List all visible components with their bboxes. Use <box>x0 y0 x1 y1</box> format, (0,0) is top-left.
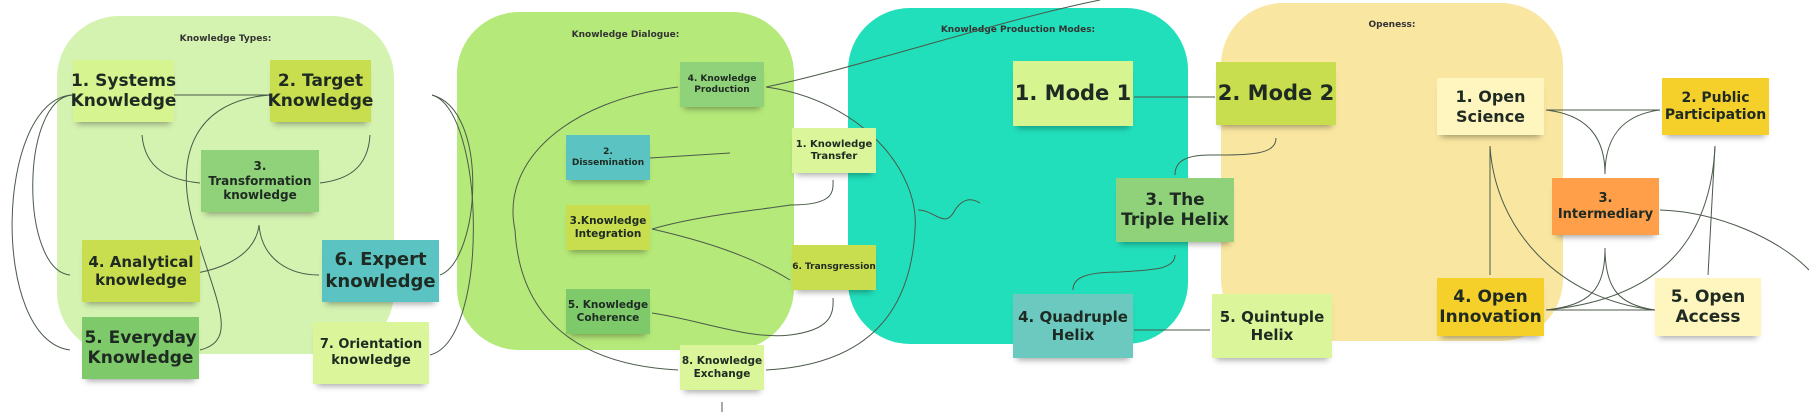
note-transformation-knowledge[interactable]: 3. Transformation knowledge <box>201 150 319 212</box>
note-expert-knowledge[interactable]: 6. Expert knowledge <box>322 240 439 302</box>
note-analytical-knowledge[interactable]: 4. Analytical knowledge <box>82 240 200 302</box>
note-knowledge-exchange[interactable]: 8. Knowledge Exchange <box>680 345 764 390</box>
note-systems-knowledge[interactable]: 1. Systems Knowledge <box>71 60 176 122</box>
frame-title: Knowledge Production Modes: <box>940 25 1096 35</box>
connector <box>1707 145 1716 276</box>
connector <box>1604 109 1661 175</box>
note-dissemination[interactable]: 2. Dissemination <box>566 135 650 180</box>
note-mode-2[interactable]: 2. Mode 2 <box>1216 62 1336 125</box>
connector <box>1604 247 1656 311</box>
note-triple-helix[interactable]: 3. The Triple Helix <box>1116 178 1234 242</box>
note-knowledge-transfer[interactable]: 1. Knowledge Transfer <box>792 128 876 173</box>
note-open-innovation[interactable]: 4. Open Innovation <box>1437 278 1544 336</box>
note-target-knowledge[interactable]: 2. Target Knowledge <box>268 60 373 122</box>
note-public-participation[interactable]: 2. Public Participation <box>1662 78 1769 135</box>
note-open-access[interactable]: 5. Open Access <box>1655 278 1761 336</box>
frame-title: Openess: <box>1368 20 1416 30</box>
note-quadruple-helix[interactable]: 4. Quadruple Helix <box>1013 294 1133 358</box>
frame-title: Knowledge Dialogue: <box>571 30 680 40</box>
note-quintuple-helix[interactable]: 5. Quintuple Helix <box>1212 294 1332 358</box>
note-intermediary[interactable]: 3. Intermediary <box>1552 178 1659 235</box>
note-knowledge-integration[interactable]: 3.Knowledge Integration <box>566 205 650 250</box>
connector <box>1659 209 1809 271</box>
note-transgression[interactable]: 6. Transgression <box>792 245 876 290</box>
note-open-science[interactable]: 1. Open Science <box>1437 78 1544 135</box>
note-everyday-knowledge[interactable]: 5. Everyday Knowledge <box>82 317 199 379</box>
note-knowledge-coherence[interactable]: 5. Knowledge Coherence <box>566 289 650 334</box>
frame-title: Knowledge Types: <box>179 34 272 44</box>
note-orientation-knowledge[interactable]: 7. Orientation knowledge <box>313 322 429 384</box>
note-mode-1[interactable]: 1. Mode 1 <box>1013 61 1133 126</box>
note-knowledge-production[interactable]: 4. Knowledge Production <box>680 62 764 107</box>
